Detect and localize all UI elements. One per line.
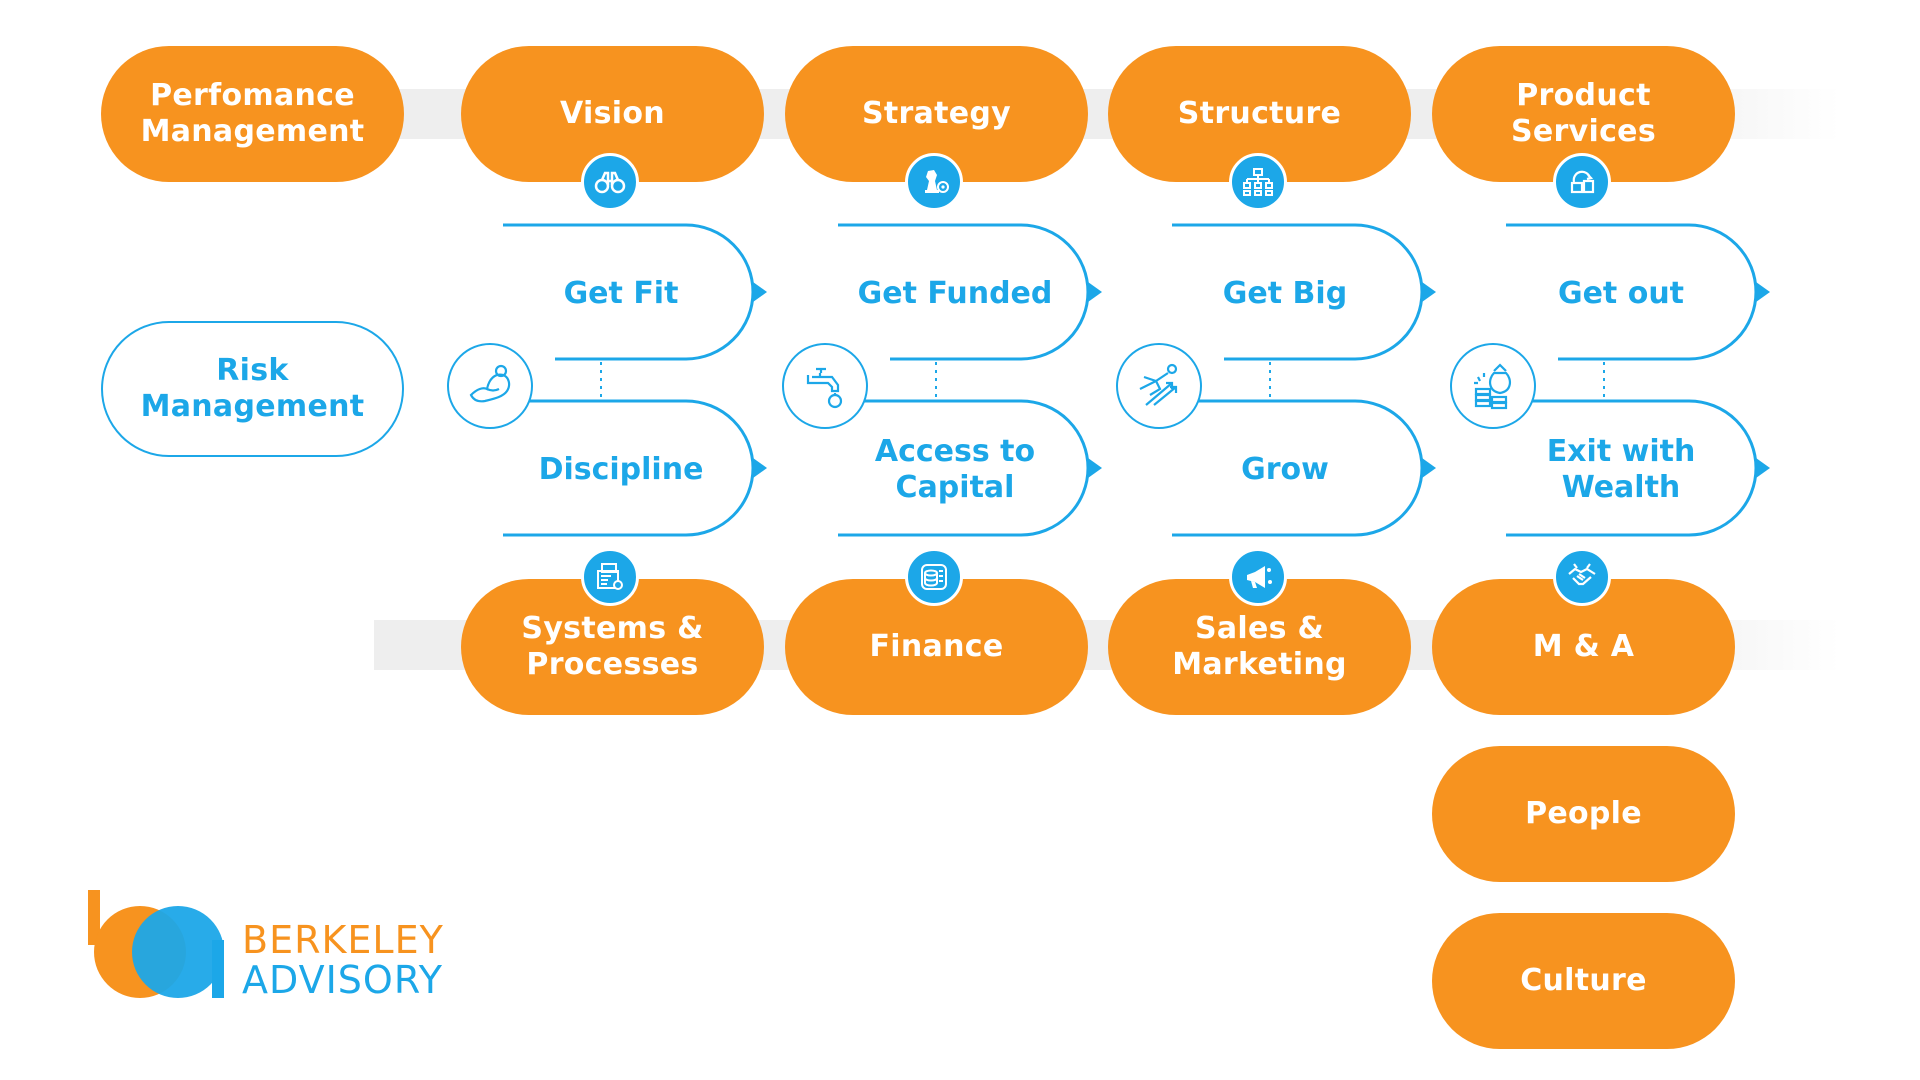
faucet-coin-icon [782, 343, 868, 429]
risk-management-pill: Risk Management [101, 321, 404, 457]
process-gear-icon [581, 548, 639, 606]
handshake-icon [1553, 548, 1611, 606]
performance-management-pill: Perfomance Management [101, 46, 404, 182]
product-box-icon [1553, 153, 1611, 211]
stage-access-to-capital: Access to Capital [874, 434, 1036, 505]
stage-get-fit: Get Fit [563, 276, 679, 311]
superhero-growth-icon [1116, 343, 1202, 429]
stage-get-out: Get out [1557, 276, 1685, 311]
stage-get-big: Get Big [1222, 276, 1348, 311]
stage-discipline: Discipline [538, 452, 704, 487]
binoculars-icon [581, 153, 639, 211]
culture-pill: Culture [1432, 913, 1735, 1049]
money-bag-icon [1450, 343, 1536, 429]
stage-get-funded: Get Funded [857, 276, 1053, 311]
logo-text-berkeley: BERKELEY [242, 918, 444, 962]
stage-exit-with-wealth: Exit with Wealth [1546, 434, 1696, 505]
stage-grow: Grow [1241, 452, 1329, 487]
people-pill: People [1432, 746, 1735, 882]
megaphone-icon [1229, 548, 1287, 606]
logo-text-advisory: ADVISORY [242, 958, 444, 1002]
muscle-arm-icon [447, 343, 533, 429]
database-icon [905, 548, 963, 606]
org-chart-icon [1229, 153, 1287, 211]
chess-target-icon [905, 153, 963, 211]
berkeley-advisory-logo-mark [88, 890, 224, 998]
